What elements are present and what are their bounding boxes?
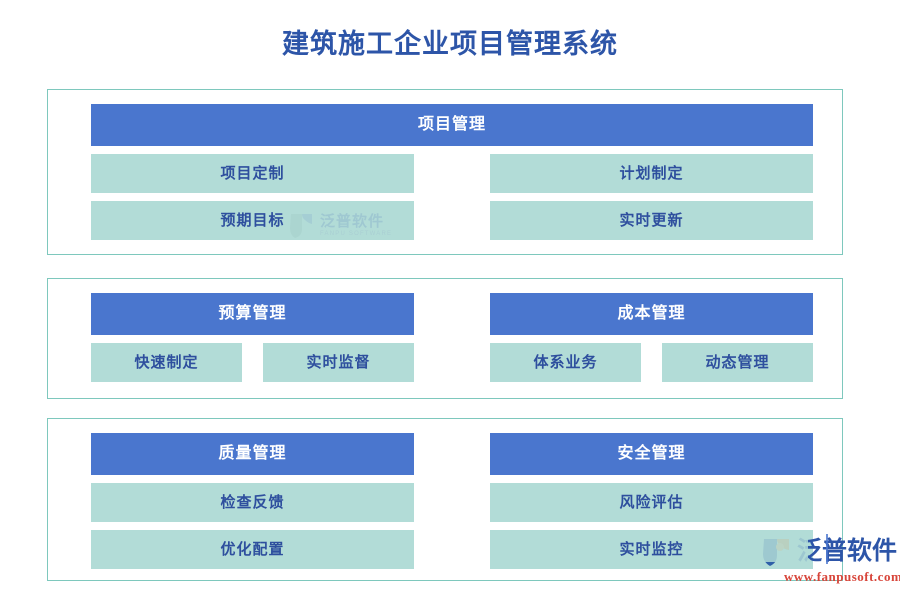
group-header-project-management[interactable]: 项目管理 bbox=[91, 104, 813, 146]
panel-project-management: 项目管理 项目定制 预期目标 计划制定 实时更新 bbox=[47, 89, 843, 255]
cell-item[interactable]: 实时监督 bbox=[263, 343, 414, 382]
cell-item[interactable]: 计划制定 bbox=[490, 154, 813, 193]
cell-item[interactable]: 快速制定 bbox=[91, 343, 242, 382]
group-cost-management: 成本管理 体系业务 动态管理 bbox=[490, 293, 813, 382]
group-budget-management: 预算管理 快速制定 实时监督 bbox=[91, 293, 414, 382]
cell-item[interactable]: 实时监控 bbox=[490, 530, 813, 569]
group-column-right: 计划制定 实时更新 bbox=[490, 154, 813, 240]
panel-quality-safety-management: 质量管理 检查反馈 优化配置 安全管理 风险评估 实时监控 bbox=[47, 418, 843, 581]
cell-item[interactable]: 动态管理 bbox=[662, 343, 813, 382]
panel-budget-cost-management: 预算管理 快速制定 实时监督 成本管理 体系业务 动态管理 bbox=[47, 278, 843, 399]
group-safety-management: 安全管理 风险评估 实时监控 bbox=[490, 433, 813, 569]
group-project-management: 项目管理 项目定制 预期目标 计划制定 实时更新 bbox=[91, 104, 813, 240]
cell-item[interactable]: 检查反馈 bbox=[91, 483, 414, 522]
group-header-budget-management[interactable]: 预算管理 bbox=[91, 293, 414, 335]
group-header-quality-management[interactable]: 质量管理 bbox=[91, 433, 414, 475]
group-header-safety-management[interactable]: 安全管理 bbox=[490, 433, 813, 475]
group-column-left: 项目定制 预期目标 bbox=[91, 154, 414, 240]
cell-item[interactable]: 优化配置 bbox=[91, 530, 414, 569]
group-quality-management: 质量管理 检查反馈 优化配置 bbox=[91, 433, 414, 569]
cell-item[interactable]: 项目定制 bbox=[91, 154, 414, 193]
cell-item[interactable]: 体系业务 bbox=[490, 343, 641, 382]
cell-item[interactable]: 风险评估 bbox=[490, 483, 813, 522]
page-title: 建筑施工企业项目管理系统 bbox=[282, 29, 618, 59]
cell-item[interactable]: 预期目标 bbox=[91, 201, 414, 240]
group-header-cost-management[interactable]: 成本管理 bbox=[490, 293, 813, 335]
cell-item[interactable]: 实时更新 bbox=[490, 201, 813, 240]
